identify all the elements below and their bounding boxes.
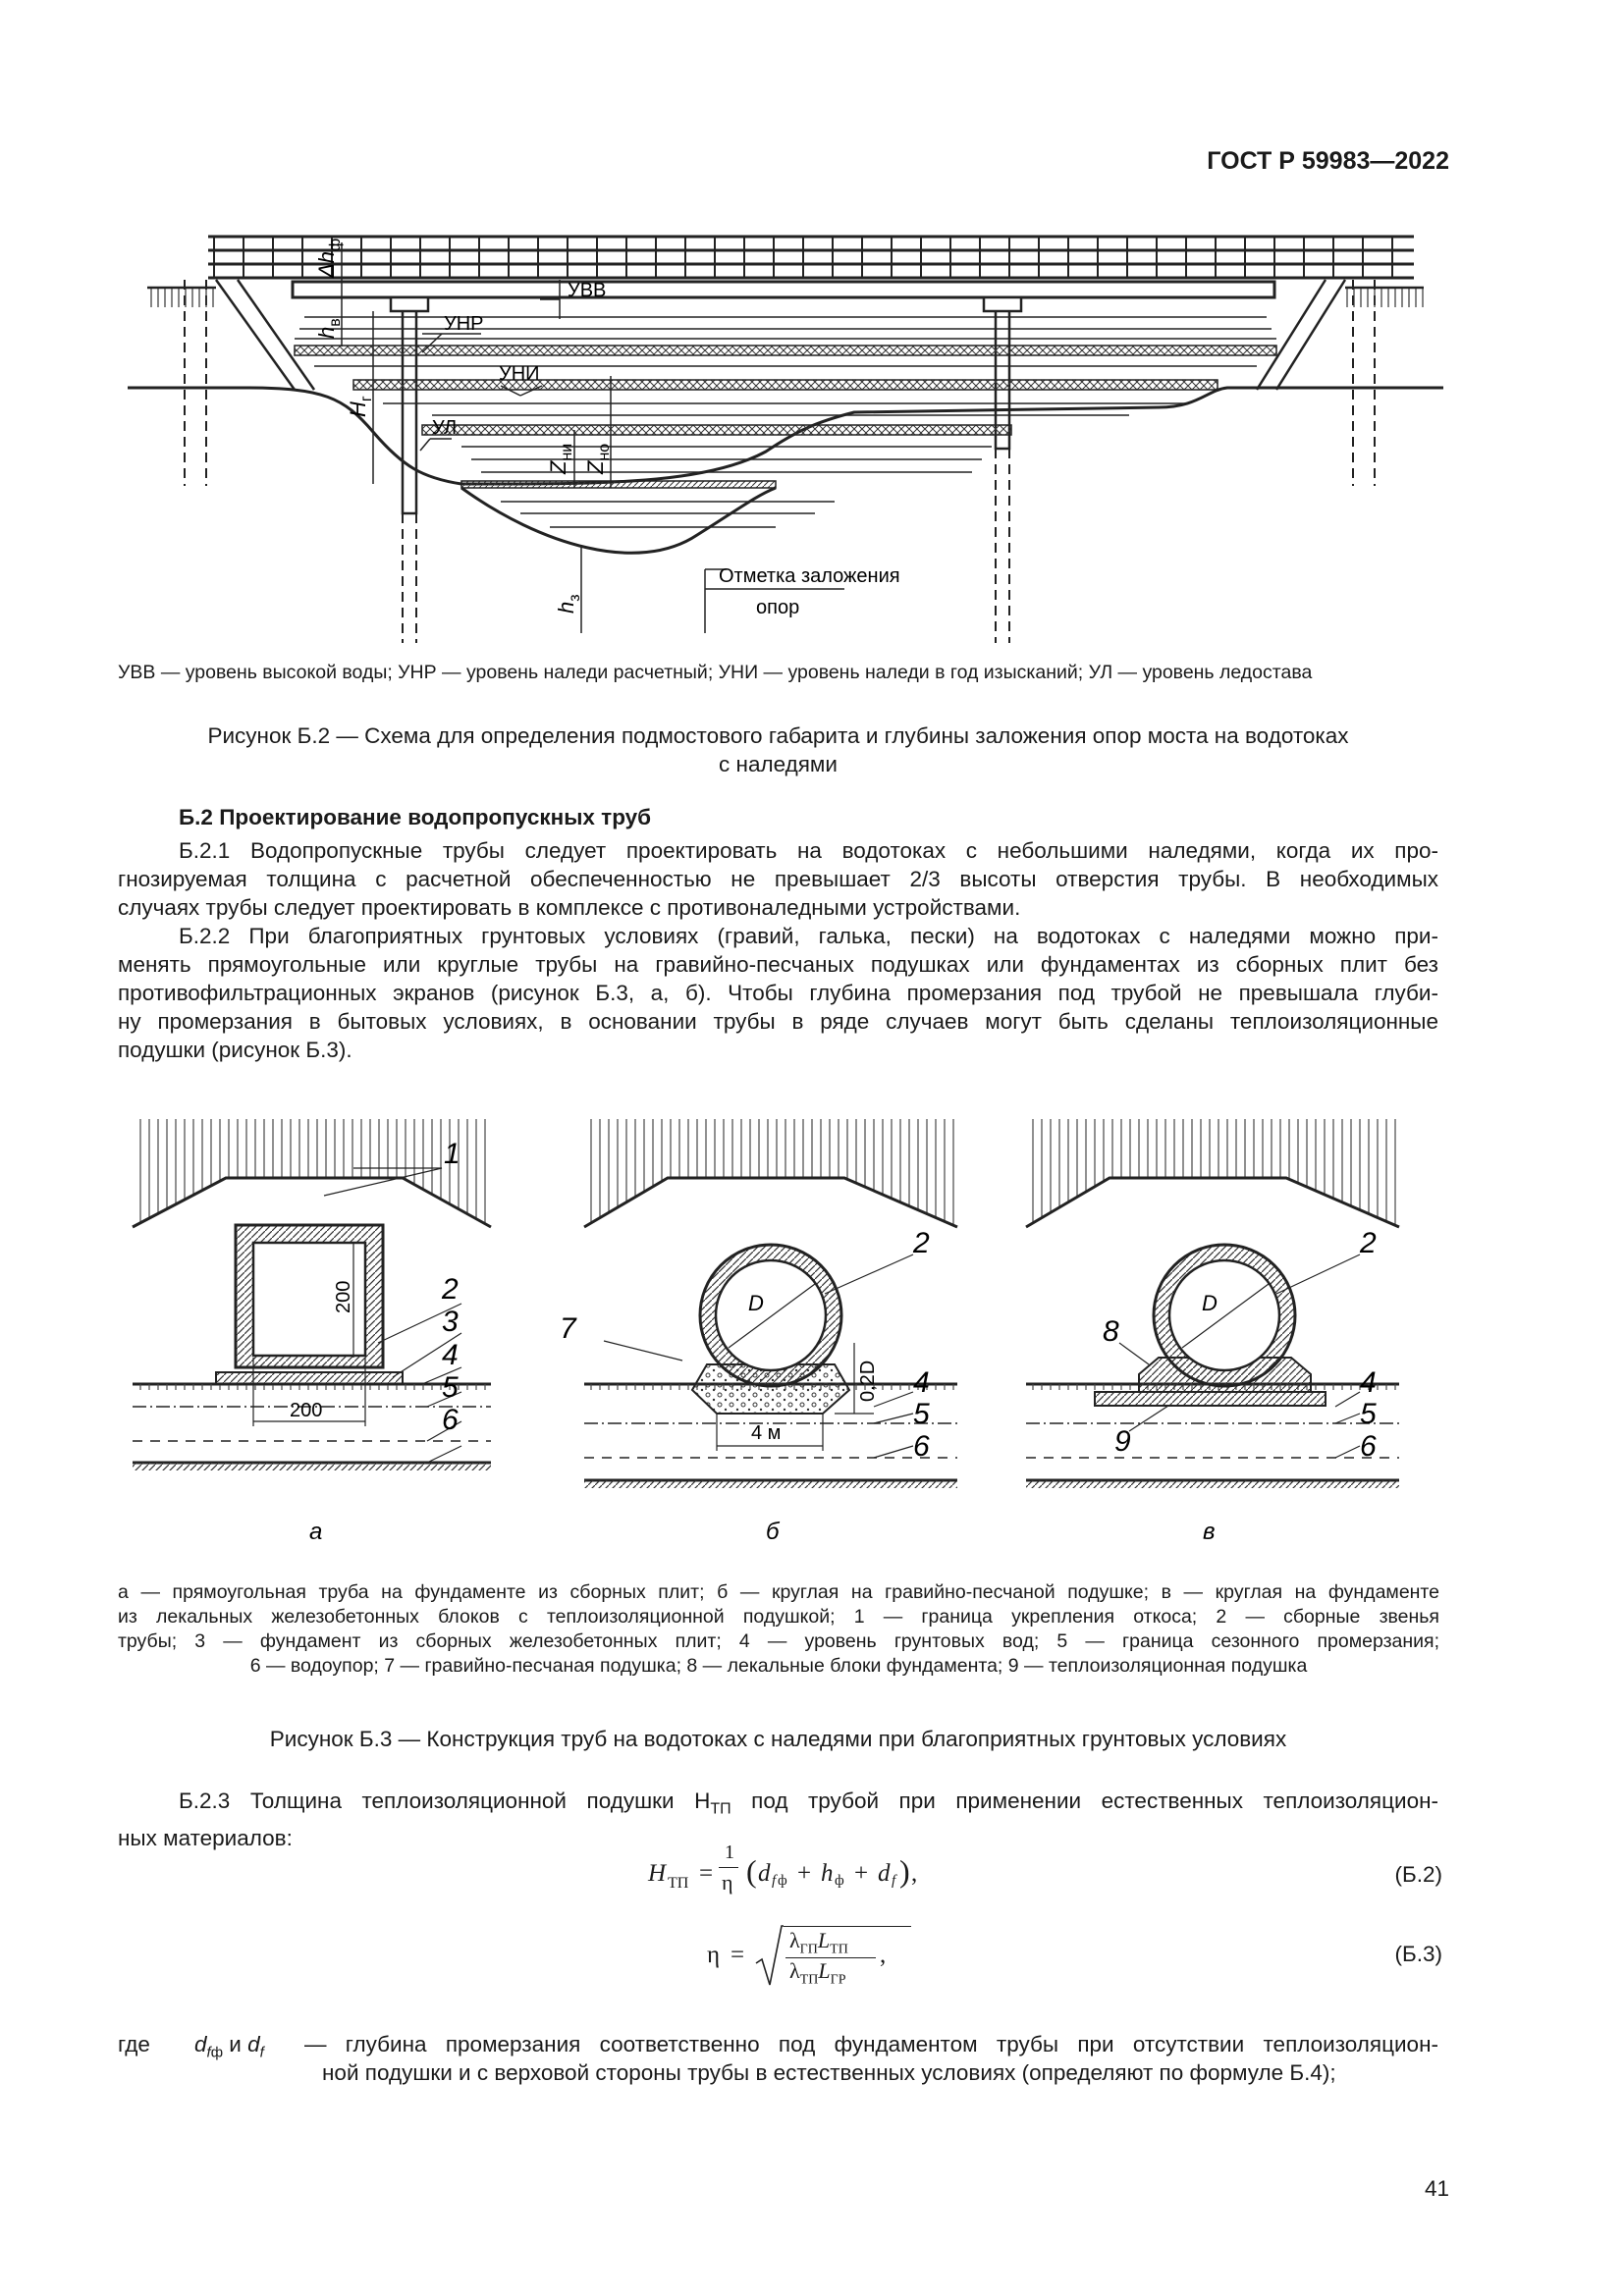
label-ul: УЛ [432,417,457,439]
where-label: где [118,2032,150,2056]
panel-a-letter: а [309,1519,322,1545]
paragraph-b21: Б.2.1 Водопропускные трубы следует проек… [118,838,1438,920]
callout-5b: 5 [913,1398,930,1430]
callout-2a: 2 [441,1273,459,1306]
panel-a-dim-h: 200 [333,1281,354,1313]
label-unr: УНР [444,313,484,335]
callout-3: 3 [442,1306,459,1338]
figure-b2-legend: УВВ — уровень высокой воды; УНР — уровен… [118,662,1313,683]
callout-4a: 4 [442,1339,459,1371]
page-number: 41 [1424,2176,1449,2201]
label-uvv: УВВ [568,280,606,301]
panel-b-letter: б [766,1519,781,1545]
callout-6b: 6 [913,1430,930,1463]
figure-b3-legend: а — прямоугольная труба на фундаменте из… [118,1581,1439,1677]
callout-8: 8 [1103,1315,1119,1348]
label-zno: Zно [583,444,613,475]
panel-b-dim-h: 0,2D [857,1361,879,1402]
callout-6c: 6 [1360,1430,1377,1463]
where-text: — глубина промерзания соответственно под… [304,2032,1438,2085]
figure-b2-caption-line1: Рисунок Б.2 — Схема для определения подм… [207,723,1349,748]
callout-5a: 5 [442,1371,459,1404]
figure-b2-caption-line2: с наледями [719,752,838,776]
label-hz: hз [554,594,583,614]
ground-profile [128,386,1443,486]
callout-2c: 2 [1359,1227,1377,1259]
equation-b3: η = λГПLТП λТПLГР , [707,1924,1001,1993]
label-dhf: Δhф [314,239,344,279]
bridge-deck [208,235,1414,280]
document-number: ГОСТ Р 59983—2022 [1207,147,1449,175]
equation-b2-number: (Б.2) [1394,1862,1442,1887]
bridge-girder [291,280,1276,299]
where-symbols: dfф и df [194,2032,264,2061]
sqrt-sign [755,1925,784,1986]
label-zni: Zни [546,444,575,475]
callout-5c: 5 [1360,1398,1377,1430]
paragraph-b22: Б.2.2 При благоприятных грунтовых услови… [118,924,1438,1062]
panel-b-dim-w: 4 м [751,1422,781,1444]
figure-b3-pipes: 200 200 1 2 3 4 5 6 а D 0,2D 4 м [132,1119,1400,1545]
panel-c-diam: D [1202,1291,1218,1315]
callout-4b: 4 [913,1366,930,1399]
panel-c-letter: в [1203,1519,1216,1545]
label-hv: hв [314,318,344,339]
section-title: Б.2 Проектирование водопропускных труб [179,805,652,829]
panel-c: D 2 8 9 4 5 6 в [1025,1119,1400,1545]
label-mark-line2: опор [756,597,799,618]
callout-6a: 6 [442,1404,459,1436]
equation-b2: H ТП = 1 η ( d f ф + h ф + d f ) , [648,1842,918,1895]
panel-a-dim-w: 200 [290,1400,322,1421]
callout-1: 1 [444,1138,460,1170]
label-uni: УНИ [499,363,540,385]
panel-a: 200 200 1 2 3 4 5 6 а [132,1119,492,1545]
paragraph-b23: Б.2.3 Толщина теплоизоляционной подушки … [118,1789,1438,1850]
label-mark-line1: Отметка заложения [719,565,900,587]
callout-2b: 2 [912,1227,930,1259]
panel-b-diam: D [748,1291,764,1315]
equation-b3-number: (Б.3) [1394,1942,1442,1966]
callout-7: 7 [560,1312,577,1345]
label-hg: Hг [346,396,375,417]
figure-b3-caption: Рисунок Б.3 — Конструкция труб на водото… [269,1727,1287,1751]
figure-b2-bridge-scheme: УВВ УНР УНИ УЛ Δhф hв Hг Zни Zно hз Отме… [128,235,1443,643]
callout-9: 9 [1114,1425,1131,1458]
callout-4c: 4 [1360,1366,1377,1399]
panel-b: D 0,2D 4 м 2 7 4 5 6 б [560,1119,958,1545]
